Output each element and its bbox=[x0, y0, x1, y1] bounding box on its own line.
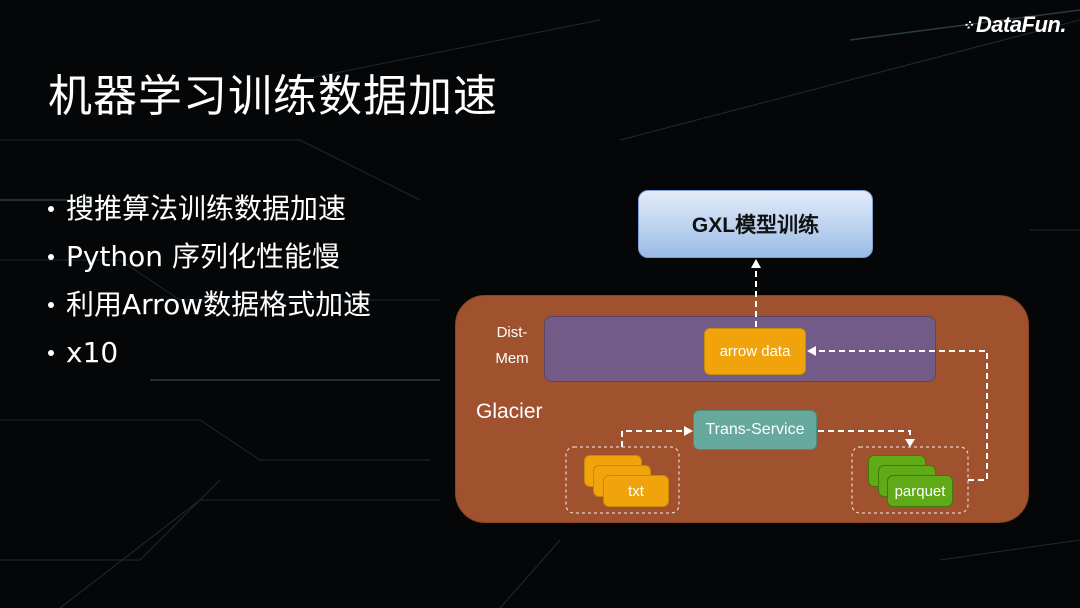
arrowhead-up-icon bbox=[751, 259, 761, 268]
bullet-text: Python 序列化性能慢 bbox=[66, 240, 340, 273]
bullet-item: 搜推算法训练数据加速 bbox=[48, 185, 371, 233]
arrow-data-box: arrow data bbox=[704, 328, 806, 375]
gxl-training-box: GXL模型训练 bbox=[638, 190, 873, 258]
bullet-dot-icon bbox=[48, 302, 54, 308]
bullet-dot-icon bbox=[48, 206, 54, 212]
dist-mem-label-line1: Dist- bbox=[496, 324, 528, 341]
logo-dots-icon: ⁘ bbox=[962, 16, 974, 33]
bullet-text: 利用Arrow数据格式加速 bbox=[66, 288, 372, 321]
bullet-item: x10 bbox=[48, 329, 371, 377]
arrow-txt-to-trans bbox=[621, 430, 684, 447]
logo-text: DataFun. bbox=[975, 12, 1067, 37]
bullet-item: Python 序列化性能慢 bbox=[48, 233, 371, 281]
glacier-label: Glacier bbox=[476, 400, 543, 423]
bullet-dot-icon bbox=[48, 350, 54, 356]
arrowhead-down-icon bbox=[905, 439, 915, 447]
dist-mem-label-line2: Mem bbox=[495, 350, 529, 367]
arrowhead-left-icon bbox=[807, 346, 816, 356]
parquet-file-card: parquet bbox=[887, 475, 953, 507]
datafun-logo: ⁘ DataFun. bbox=[962, 12, 1066, 38]
slide-title: 机器学习训练数据加速 bbox=[48, 71, 498, 122]
dist-mem-label: Dist- Mem bbox=[492, 320, 532, 372]
arrow-trans-to-parquet bbox=[818, 430, 911, 440]
bullet-list: 搜推算法训练数据加速 Python 序列化性能慢 利用Arrow数据格式加速 x… bbox=[48, 185, 371, 377]
bullet-item: 利用Arrow数据格式加速 bbox=[48, 281, 371, 329]
txt-file-card: txt bbox=[603, 475, 669, 507]
bullet-text: x10 bbox=[66, 336, 119, 369]
bullet-text: 搜推算法训练数据加速 bbox=[66, 192, 347, 225]
trans-service-box: Trans-Service bbox=[693, 410, 817, 450]
arrow-parquet-to-arrowdata bbox=[818, 350, 988, 481]
bullet-dot-icon bbox=[48, 254, 54, 260]
arrowhead-right-icon bbox=[684, 426, 693, 436]
